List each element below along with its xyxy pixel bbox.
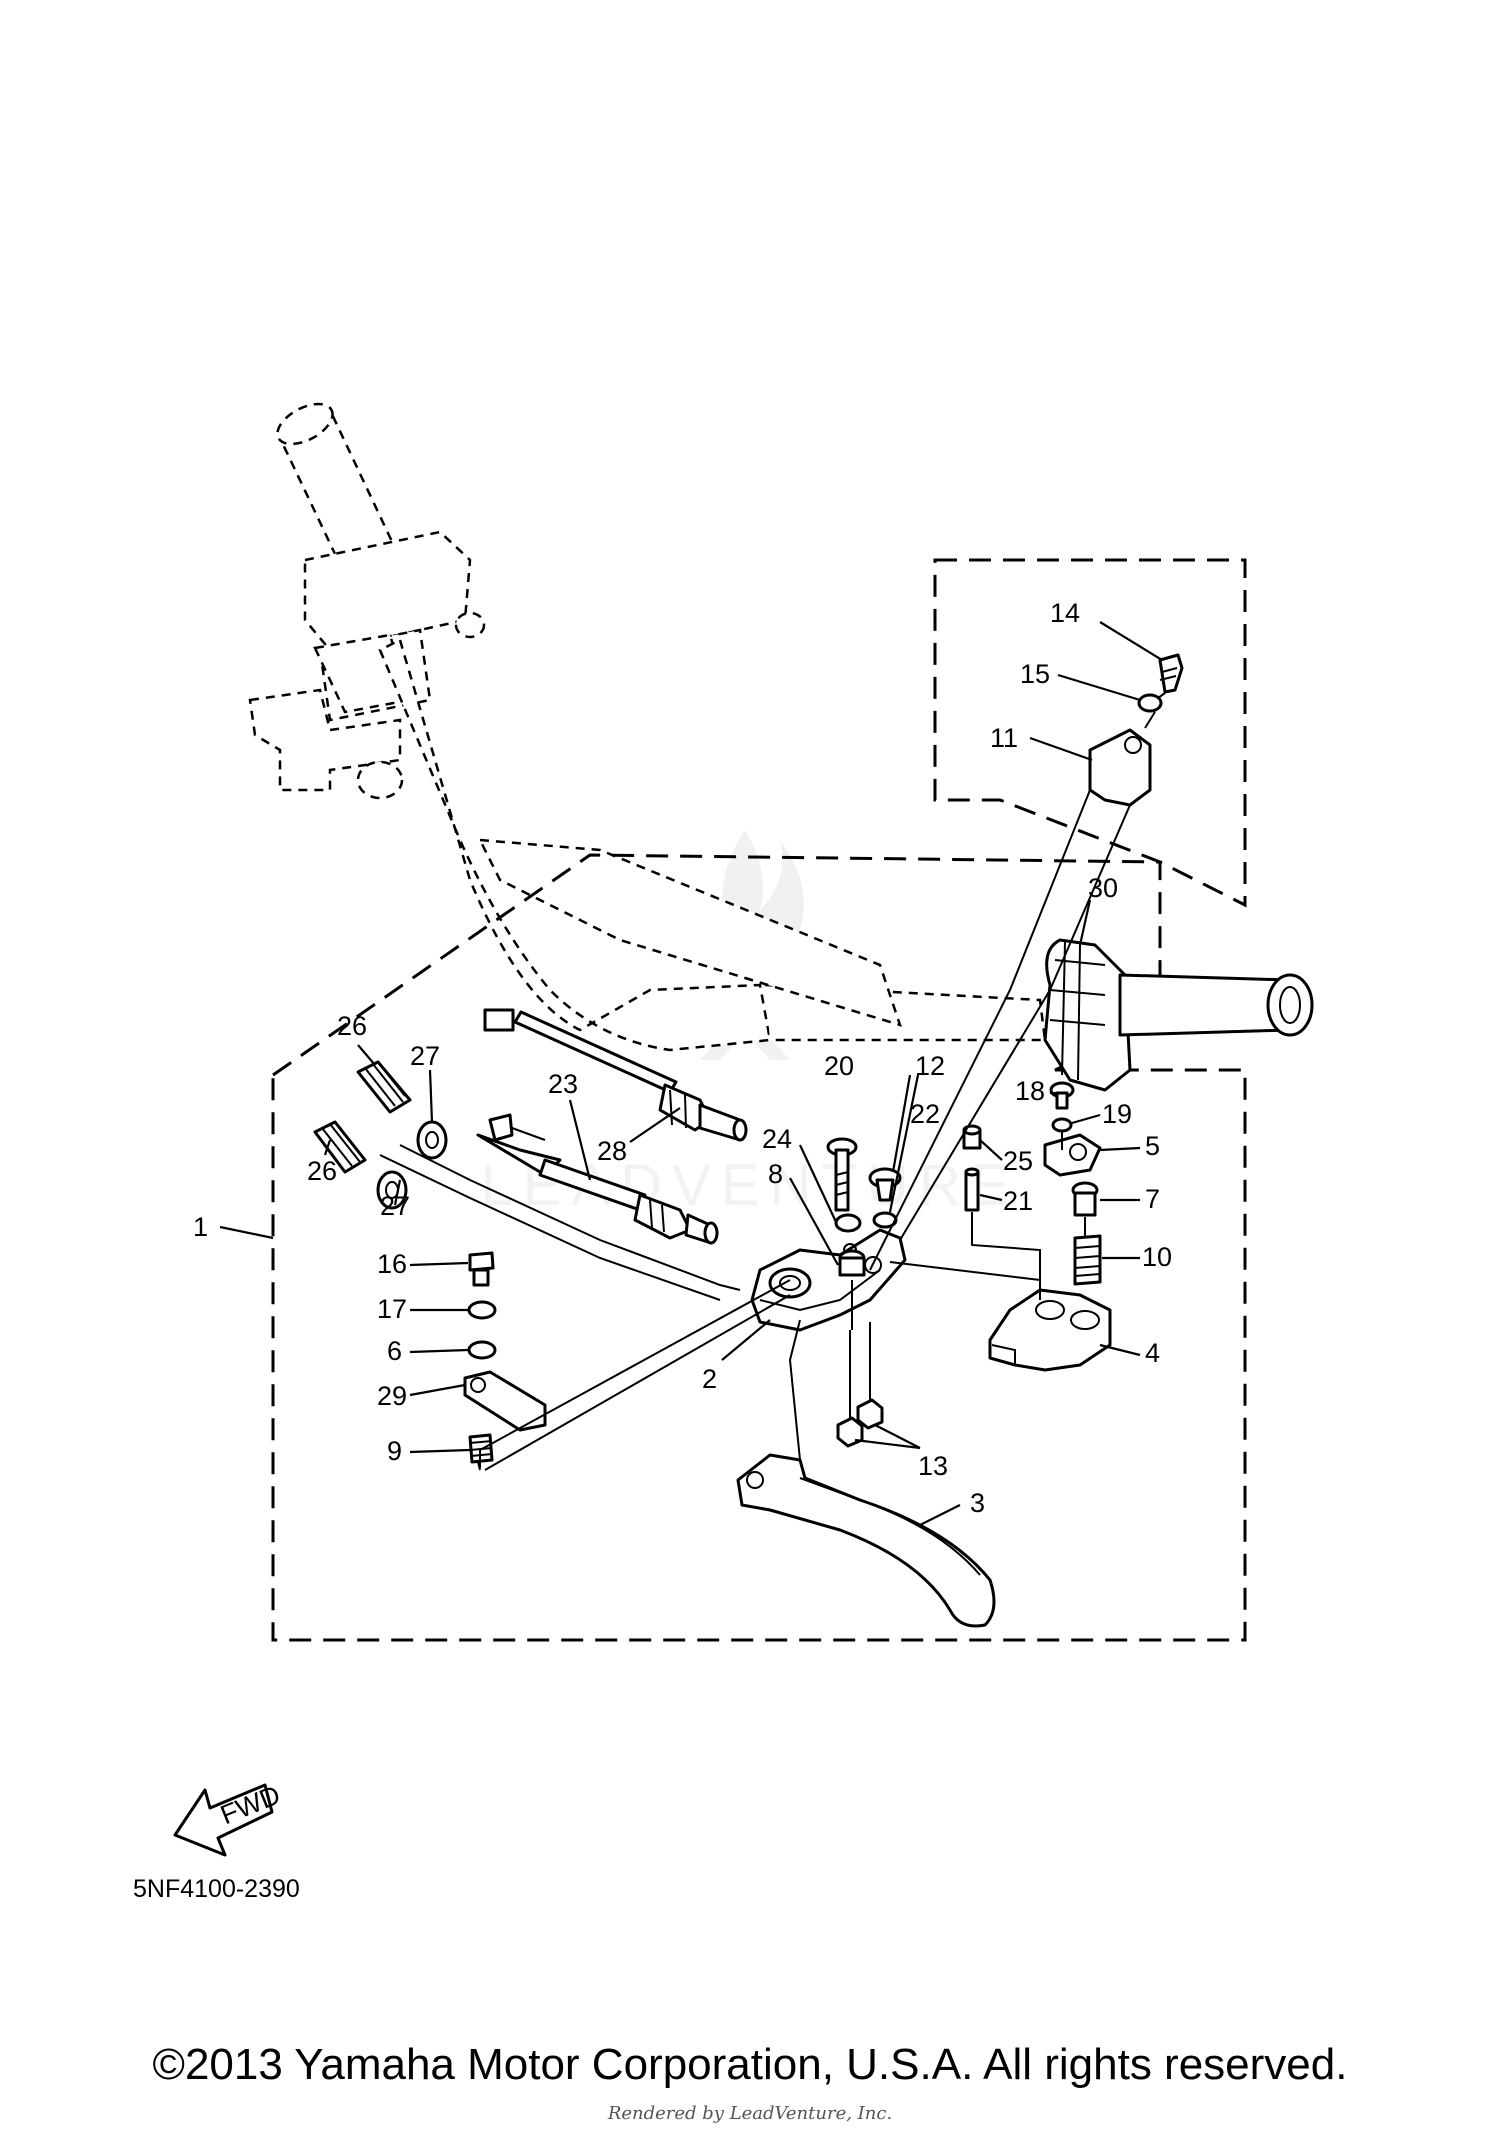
- callout-11: 11: [990, 723, 1018, 753]
- callout-9: 9: [387, 1436, 402, 1466]
- callout-18: 18: [1015, 1076, 1045, 1106]
- collar-8: [838, 1249, 866, 1277]
- plate-29: [463, 1370, 547, 1432]
- throttle-housing-30: [1043, 938, 1314, 1092]
- bolt-7: [1071, 1181, 1099, 1217]
- adjuster-26-upper: [356, 1060, 412, 1114]
- pin-12: [868, 1167, 902, 1202]
- callout-25: 25: [1003, 1146, 1033, 1176]
- bracket-4: [988, 1288, 1112, 1372]
- callout-10: 10: [1142, 1242, 1172, 1272]
- assembly-boundary-1: [271, 853, 1247, 1642]
- callout-21: 21: [1003, 1186, 1033, 1216]
- nut-13-b: [836, 1416, 864, 1448]
- callout-8: 8: [768, 1159, 783, 1189]
- handlebar-ghost: [248, 402, 1047, 1052]
- callout-27b: 27: [380, 1191, 410, 1221]
- washer-15: [1137, 693, 1163, 713]
- rendered-by-credit: Rendered by LeadVenture, Inc.: [607, 2103, 893, 2124]
- callout-12: 12: [915, 1051, 945, 1081]
- callout-22: 22: [910, 1099, 940, 1129]
- callout-13: 13: [918, 1451, 948, 1481]
- callout-1: 1: [193, 1212, 208, 1242]
- cover-11: [1088, 728, 1152, 807]
- switch-cable-28: [483, 1008, 748, 1142]
- callout-27a: 27: [410, 1041, 440, 1071]
- callout-26a: 26: [337, 1011, 367, 1041]
- callout-29: 29: [377, 1381, 407, 1411]
- callout-26b: 26: [307, 1156, 337, 1186]
- callout-23: 23: [548, 1069, 578, 1099]
- cable-routing-line: [399, 1144, 741, 1291]
- diagram-code: 5NF4100-2390: [133, 1875, 300, 1903]
- lever-3: [736, 1453, 996, 1628]
- copyright-notice: ©2013 Yamaha Motor Corporation, U.S.A. A…: [152, 2040, 1348, 2089]
- callout-16: 16: [377, 1249, 407, 1279]
- callout-numbers: 1 2 3 4 5 6 7 8 9 10 11 12 13 14 15 16 1…: [193, 598, 1172, 1518]
- screw-18: [1049, 1081, 1075, 1110]
- callout-6: 6: [387, 1336, 402, 1366]
- spring-10: [1073, 1234, 1102, 1286]
- callout-3: 3: [970, 1488, 985, 1518]
- callout-7: 7: [1145, 1184, 1160, 1214]
- screw-16: [468, 1251, 495, 1287]
- locknut-27-upper: [416, 1120, 448, 1160]
- pin-21: [964, 1167, 980, 1212]
- leader-lines: [219, 621, 1163, 1526]
- callout-20: 20: [824, 1051, 854, 1081]
- throttle-cable-23: [476, 1113, 719, 1245]
- forward-arrow-icon: FWD: [173, 1780, 285, 1857]
- callout-4: 4: [1145, 1338, 1160, 1368]
- screw-14: [1158, 653, 1184, 694]
- washer-24: [834, 1213, 862, 1233]
- plate-5: [1043, 1133, 1102, 1177]
- assembly-boundary-11: [933, 558, 1247, 908]
- bolt-20: [826, 1137, 858, 1212]
- adjuster-26-lower: [313, 1120, 367, 1174]
- svg-text:LEADVENTURE: LEADVENTURE: [481, 1153, 1020, 1218]
- washer-17: [467, 1300, 497, 1320]
- callout-5: 5: [1145, 1131, 1160, 1161]
- callout-19: 19: [1102, 1099, 1132, 1129]
- washer-19: [1051, 1117, 1073, 1133]
- callout-30: 30: [1088, 873, 1118, 903]
- nut-13-a: [856, 1398, 884, 1430]
- callout-15: 15: [1020, 659, 1050, 689]
- callout-28: 28: [597, 1136, 627, 1166]
- callout-17: 17: [377, 1294, 407, 1324]
- washer-6: [467, 1340, 497, 1360]
- assembly-lines: [477, 692, 1166, 1471]
- callout-2: 2: [702, 1364, 717, 1394]
- callout-24: 24: [762, 1124, 792, 1154]
- callout-14: 14: [1050, 598, 1080, 628]
